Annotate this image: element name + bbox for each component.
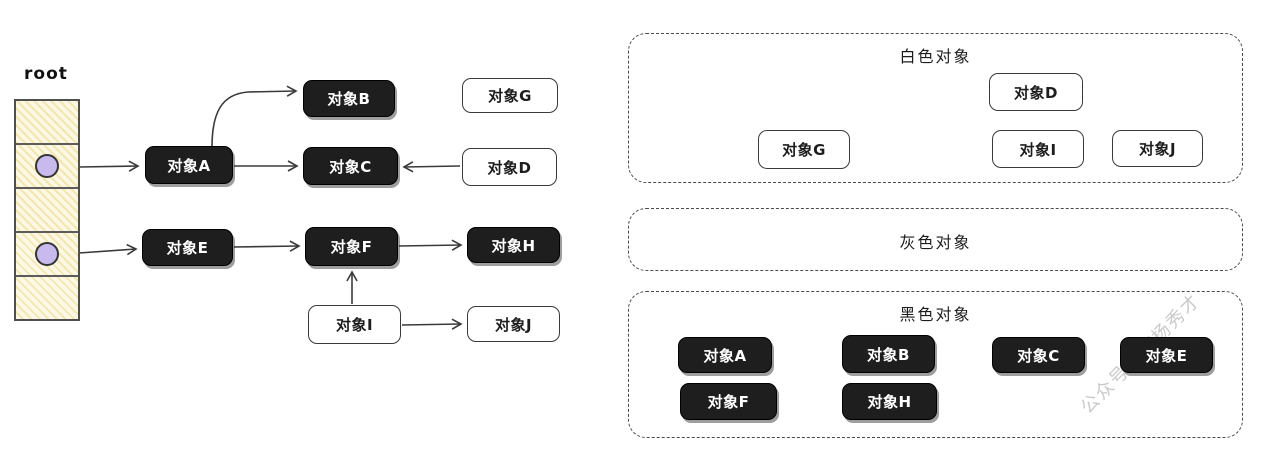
node-j-label: 对象J <box>494 315 533 334</box>
panel-white-item-d: 对象D <box>989 73 1083 111</box>
node-j: 对象J <box>467 306 560 342</box>
edge-d-to-c <box>402 161 461 173</box>
node-i-label: 对象I <box>335 316 374 334</box>
panel-white-item-g: 对象G <box>758 130 850 169</box>
stack-cell <box>16 231 78 275</box>
panel-white-item-i: 对象I <box>992 130 1084 168</box>
node-e-label: 对象E <box>166 239 209 257</box>
panel-black-item-a: 对象A <box>678 337 772 373</box>
node-b-label: 对象B <box>327 90 371 108</box>
stack-cell <box>16 187 78 231</box>
panel-black-item-label: 对象C <box>1017 346 1060 365</box>
panel-black-objects: 黑色对象 <box>628 291 1243 438</box>
panel-white-item-label: 对象I <box>1019 140 1057 159</box>
node-b: 对象B <box>303 80 395 117</box>
panel-gray-title: 灰色对象 <box>899 233 972 252</box>
panel-black-item-e: 对象E <box>1120 337 1213 373</box>
node-g-label: 对象G <box>488 87 532 105</box>
panel-black-item-label: 对象E <box>1145 346 1188 365</box>
stack-cell <box>16 143 78 187</box>
node-g: 对象G <box>462 78 558 113</box>
panel-black-title: 黑色对象 <box>899 305 972 324</box>
edge-i-to-j <box>401 318 463 330</box>
node-h: 对象H <box>467 227 560 263</box>
pointer-dot-icon <box>35 242 59 266</box>
panel-white-item-j: 对象J <box>1112 130 1203 167</box>
panel-black-item-label: 对象H <box>867 393 912 411</box>
stack-cell <box>16 275 78 319</box>
stack-cell <box>16 101 78 143</box>
node-a-label: 对象A <box>167 156 211 175</box>
panel-black-item-c: 对象C <box>992 337 1085 373</box>
edge-root-to-e <box>78 243 138 256</box>
edge-a-to-b <box>211 85 298 148</box>
edge-root-to-a <box>78 160 140 172</box>
node-d: 对象D <box>462 148 557 186</box>
node-c: 对象C <box>303 147 398 185</box>
panel-black-item-label: 对象F <box>707 393 750 411</box>
panel-white-item-label: 对象J <box>1138 140 1177 158</box>
panel-black-item-b: 对象B <box>842 335 935 373</box>
node-f-label: 对象F <box>330 238 373 256</box>
node-i: 对象I <box>308 305 401 344</box>
edge-f-to-h <box>398 239 463 251</box>
node-f: 对象F <box>305 227 398 266</box>
edge-e-to-f <box>233 240 301 252</box>
node-h-label: 对象H <box>491 236 536 255</box>
node-a: 对象A <box>145 146 233 184</box>
node-e: 对象E <box>142 229 233 266</box>
panel-gray-objects: 灰色对象 <box>628 208 1243 271</box>
root-label: root <box>24 64 68 84</box>
panel-white-title: 白色对象 <box>899 47 972 66</box>
panel-black-item-label: 对象A <box>703 346 747 365</box>
panel-black-item-label: 对象B <box>867 345 910 364</box>
panel-black-item-h: 对象H <box>842 383 937 420</box>
panel-white-item-label: 对象G <box>782 141 826 159</box>
panel-white-item-label: 对象D <box>1014 83 1058 102</box>
panel-white-objects: 白色对象 <box>628 33 1243 183</box>
node-d-label: 对象D <box>487 158 532 177</box>
panel-black-item-f: 对象F <box>680 383 777 420</box>
node-c-label: 对象C <box>329 157 372 176</box>
root-stack <box>14 99 80 321</box>
pointer-dot-icon <box>35 154 59 178</box>
